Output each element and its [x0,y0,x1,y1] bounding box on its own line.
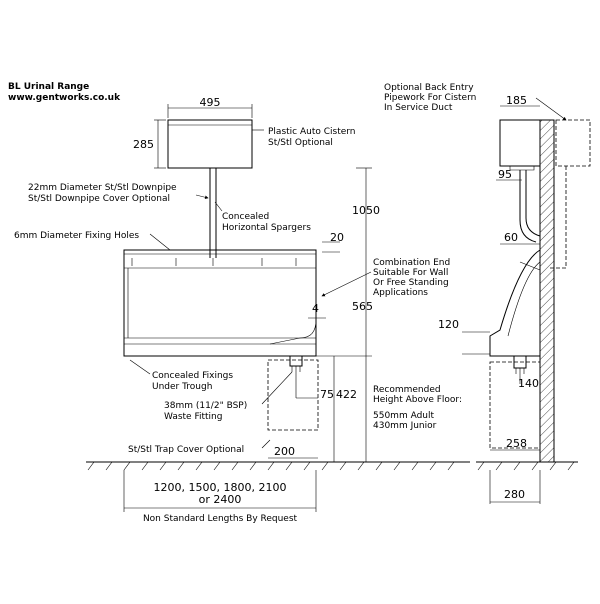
lengths-label-line1: 1200, 1500, 1800, 2100 [154,481,287,494]
trap-cover [267,359,319,431]
side-120-label: 120 [438,318,459,331]
downpipe-label-line2: St/Stl Downpipe Cover Optional [28,194,170,204]
height-label-line1: Recommended [373,385,441,395]
side-280-label: 280 [504,488,525,501]
side-floor-hatch [477,461,575,471]
fixing-holes [131,258,297,266]
website-url: www.gentworks.co.uk [8,93,121,103]
cistern-width-label: 495 [200,96,221,109]
cistern-label-line1: Plastic Auto Cistern [268,127,356,137]
back-entry-line3: In Service Duct [384,103,453,113]
drawing-title: BL Urinal Range [8,82,89,92]
cistern [167,119,253,169]
offset-4-label: 4 [312,302,319,315]
front-view: 495 285 Plastic Auto Cistern St/Stl Opti… [14,96,470,524]
back-entry-line2: Pipework For Cistern [384,93,476,103]
offset-20-label: 20 [330,231,344,244]
side-60-label: 60 [504,231,518,244]
waste-label-line2: Waste Fitting [164,412,222,422]
side-cistern [499,119,541,167]
fixings-label-line1: Concealed Fixings [152,371,233,381]
non-standard-label: Non Standard Lengths By Request [143,514,298,524]
combo-label-line2: Suitable For Wall [373,268,448,278]
floor-hatch [87,461,455,471]
height-adult: 550mm Adult [373,411,434,421]
dim-200-label: 200 [274,445,295,458]
urinal-trough [123,249,317,357]
height-label-line2: Height Above Floor: [373,395,462,405]
combo-label-line4: Applications [373,288,428,298]
height-junior: 430mm Junior [373,421,437,431]
height-1050-label: 1050 [352,204,380,217]
dim-75-label: 75 [320,388,334,401]
combo-label-line1: Combination End [373,258,450,268]
cistern-height-label: 285 [133,138,154,151]
downpipe-label-line1: 22mm Diameter St/Stl Downpipe [28,183,177,193]
side-185-label: 185 [506,94,527,107]
side-downpipe [519,170,537,243]
trap-cover-label: St/Stl Trap Cover Optional [128,445,244,455]
cistern-label-line2: St/Stl Optional [268,138,333,148]
lengths-label-line2: or 2400 [199,493,242,506]
side-trap-cover [489,361,541,449]
back-entry-line1: Optional Back Entry [384,83,474,93]
dim-422-label: 422 [336,388,357,401]
height-565-label: 565 [352,300,373,313]
side-95-label: 95 [498,168,512,181]
waste-label-line1: 38mm (11/2" BSP) [164,401,247,411]
side-urinal-profile [489,249,541,357]
side-view: Optional Back Entry Pipework For Cistern… [384,83,591,504]
side-140-label: 140 [518,377,539,390]
spargers-label-line2: Horizontal Spargers [222,223,311,233]
side-258-label: 258 [506,437,527,450]
combo-label-line3: Or Free Standing [373,278,449,288]
waste-fitting [289,355,303,367]
duct-cistern [555,119,591,167]
fixing-holes-label: 6mm Diameter Fixing Holes [14,231,139,241]
fixings-label-line2: Under Trough [152,382,212,392]
wall-section [539,119,555,463]
spargers-label-line1: Concealed [222,212,269,222]
